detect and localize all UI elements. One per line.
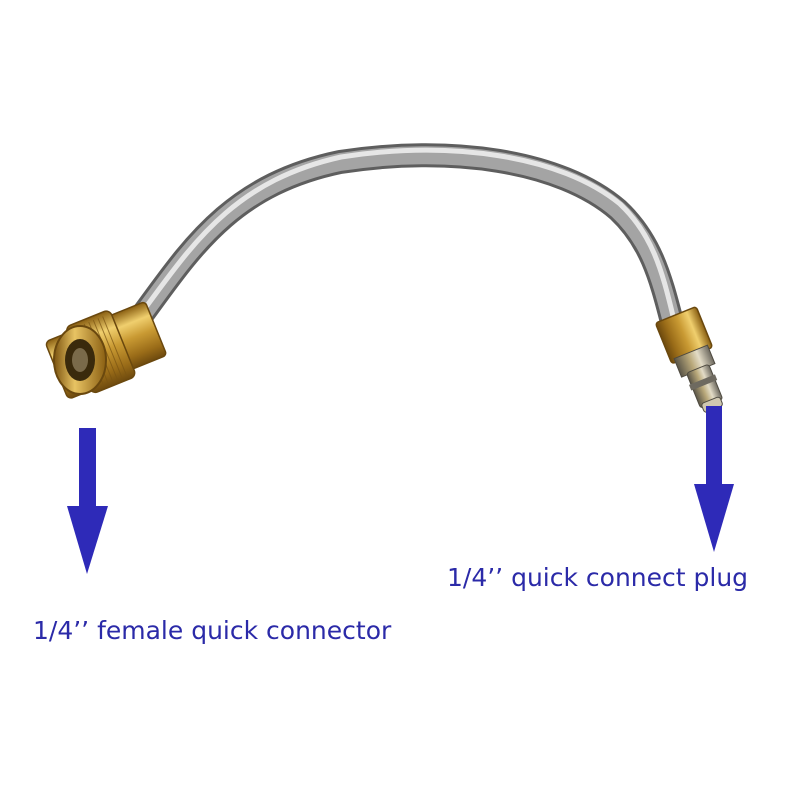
steel-tube xyxy=(128,143,684,334)
female-quick-connector xyxy=(45,301,167,399)
quick-connect-plug xyxy=(655,306,723,413)
right-arrow xyxy=(694,406,734,552)
plug-label: 1/4’’ quick connect plug xyxy=(447,563,749,592)
left-arrow xyxy=(67,428,108,574)
female-connector-label: 1/4’’ female quick connector xyxy=(33,616,392,645)
